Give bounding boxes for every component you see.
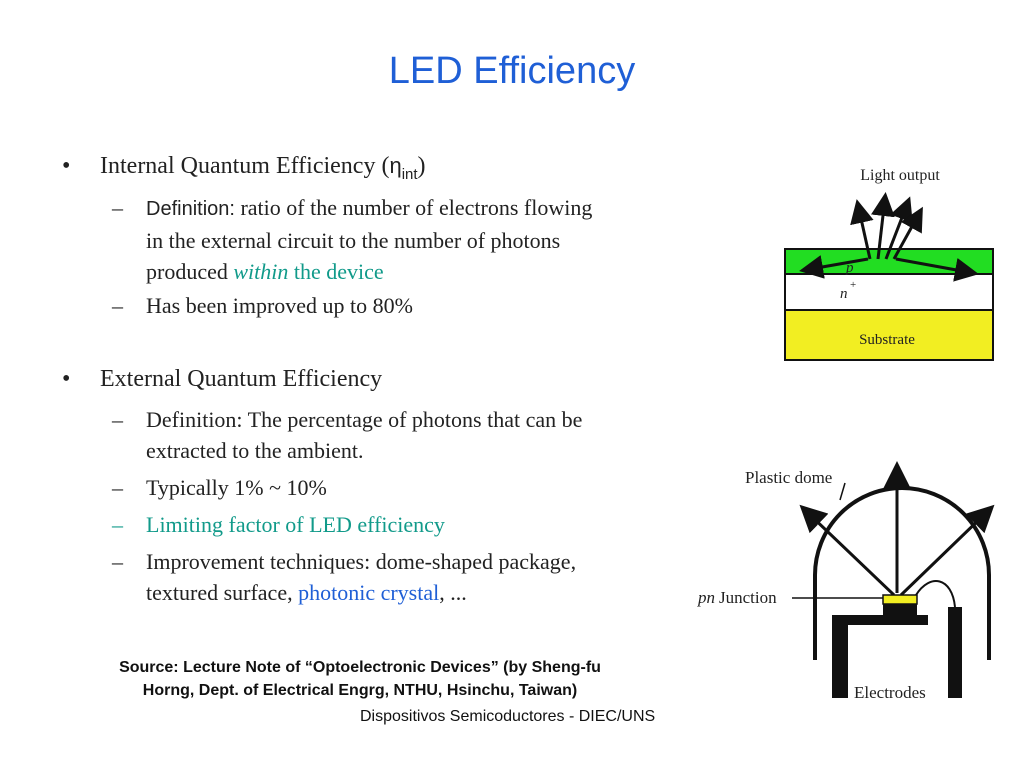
bullet-dot: • — [62, 366, 71, 392]
emission-arrows — [799, 461, 995, 597]
n-plus-label: + — [850, 279, 856, 291]
footer-text: Dispositivos Semicoductores - DIEC/UNS — [360, 708, 656, 725]
p-label: p — [845, 260, 854, 276]
pn-label: pn — [697, 588, 715, 607]
n-layer — [784, 273, 994, 311]
electrodes-label: Electrodes — [854, 683, 926, 702]
led-dome-diagram: Plastic dome pn Junction Electrodes — [697, 461, 995, 702]
light-output-label: Light output — [860, 167, 940, 184]
bullet-label: Internal Quantum Efficiency (ηint) — [100, 153, 426, 183]
bullet-dot: • — [62, 153, 71, 179]
slide-title: LED Efficiency — [388, 50, 636, 92]
photonic-crystal-link[interactable]: photonic crystal — [298, 580, 440, 605]
led-chip — [882, 594, 918, 605]
bond-wire — [915, 580, 956, 608]
source-citation: Source: Lecture Note of “Optoelectronic … — [119, 659, 601, 699]
plastic-dome-label: Plastic dome — [745, 468, 832, 487]
light-arrows — [799, 192, 979, 282]
definition-label: Definition: — [146, 198, 235, 220]
anode-electrode — [948, 607, 962, 698]
n-label: n — [840, 286, 848, 302]
led-layers-diagram: Light output p n + Substrate — [784, 167, 994, 361]
junction-label: Junction — [719, 588, 777, 607]
substrate-label: Substrate — [859, 332, 915, 348]
dome-outline — [813, 486, 991, 660]
bullet-label: External Quantum Efficiency — [100, 366, 383, 392]
cathode-electrode — [832, 615, 928, 698]
substrate-layer — [784, 309, 994, 361]
